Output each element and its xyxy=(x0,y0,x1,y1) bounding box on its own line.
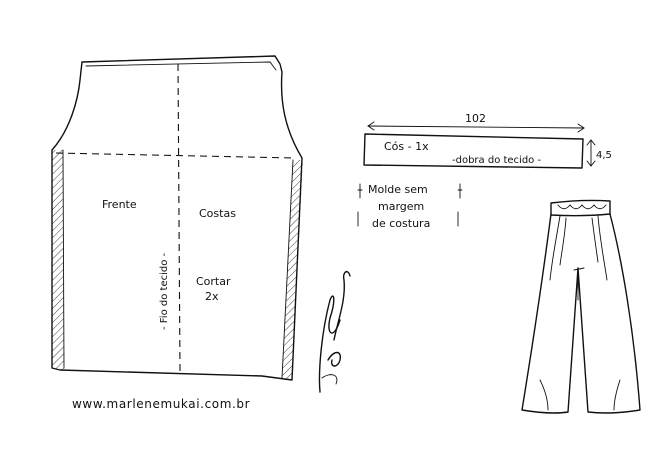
waistband-fold-label: -dobra do tecido - xyxy=(452,155,541,166)
waistband-width-label: 102 xyxy=(465,112,486,125)
note-line-1: Molde sem xyxy=(368,183,428,196)
note-line-2: margem xyxy=(378,200,424,213)
waist-edge-line xyxy=(85,61,277,71)
pattern-outline xyxy=(51,55,303,381)
seam-allowance-note: Molde sem margem de costura xyxy=(357,183,463,230)
back-label: Costas xyxy=(199,207,236,220)
cut-label: Cortar xyxy=(196,275,231,288)
cut-count-label: 2x xyxy=(205,290,219,303)
right-seam-hatch xyxy=(282,160,303,380)
waistband-piece-label: Cós - 1x xyxy=(384,140,429,153)
hip-line xyxy=(55,152,297,159)
waistband-piece: 102 4,5 Cós - 1x -dobra do tecido - xyxy=(363,112,612,169)
pants-sketch-outline xyxy=(521,213,641,414)
inner-seam-right xyxy=(281,159,294,379)
website-url: www.marlenemukai.com.br xyxy=(72,397,250,411)
pants-sketch xyxy=(521,199,641,414)
note-line-3: de costura xyxy=(372,217,430,230)
left-seam-hatch xyxy=(52,150,64,370)
pants-pattern-piece: Frente Costas - Fio do tecido - Cortar 2… xyxy=(51,55,303,381)
center-line xyxy=(177,63,181,373)
grain-line-label: - Fio do tecido - xyxy=(159,252,170,330)
waistband-height-label: 4,5 xyxy=(596,150,612,161)
waistband-rectangle xyxy=(363,133,584,169)
front-label: Frente xyxy=(102,198,137,211)
width-dimension-arrow xyxy=(367,125,585,129)
designer-signature xyxy=(318,270,351,393)
inner-seam-left xyxy=(62,149,65,369)
